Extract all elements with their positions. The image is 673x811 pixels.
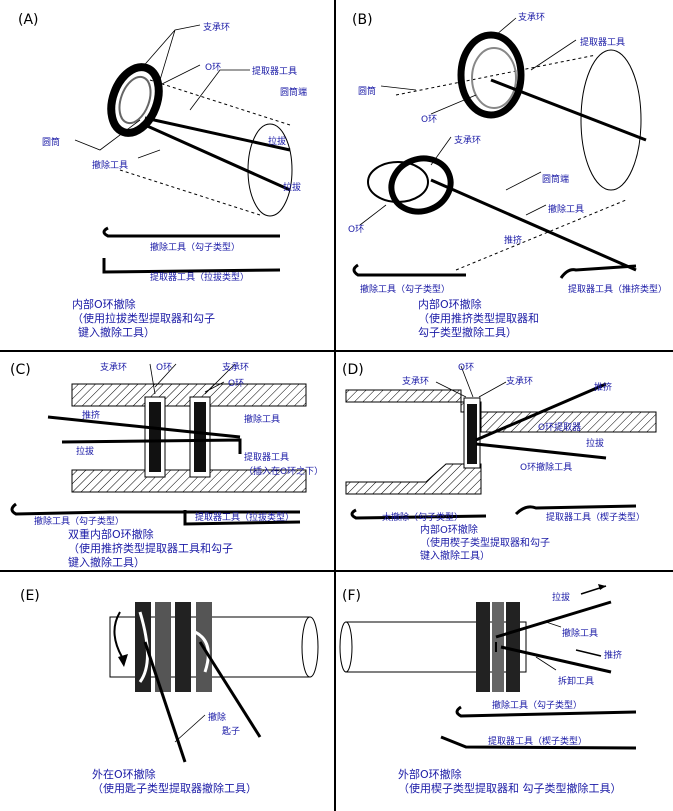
caption-line: （使用推挤类型提取器和 <box>418 312 539 325</box>
label-bearing-ring: 支承环 <box>100 363 128 373</box>
label-push: 推挤 <box>82 411 101 421</box>
panel-e-caption: 外在O环撤除 （使用匙子类型提取器撤除工具） <box>92 768 257 796</box>
caption-line: 内部O环撤除 <box>72 298 136 311</box>
panel-c-drawing <box>10 363 307 526</box>
panel-d-drawing <box>345 365 657 520</box>
caption-line: （使用匙子类型提取器撤除工具） <box>92 782 257 795</box>
caption-line: （使用楔子类型提取器和 勾子类型撤除工具） <box>398 782 622 795</box>
panel-e: (E) 撤除 匙子 外在O环撤除 （使用匙子类型提取器撤除工具） <box>0 572 334 811</box>
caption-line: （使用拉拔类型提取器和勾子 <box>72 312 215 325</box>
label-extractor-tool: 提取器工具 <box>252 67 298 77</box>
panel-a-drawing <box>74 24 293 274</box>
label-push-extractor-tool: 提取器工具（推挤类型） <box>568 285 668 295</box>
label-bearing-ring-2: 支承环 <box>454 136 482 146</box>
label-pull-1: 拉拔 <box>268 137 287 147</box>
label-o-ring: O环 <box>458 363 475 373</box>
label-removal: 撤除 <box>208 713 227 723</box>
panel-d: (D) 支承环 O环 支承环 推挤 O环提取器 拉拔 O环撤除工具 太撤除（勾子… <box>336 352 673 570</box>
label-cylinder-end: 圆筒端 <box>542 175 570 185</box>
label-cylinder: 圆筒 <box>42 138 61 148</box>
label-pull-extractor-tool: 提取器工具（拉拔类型） <box>150 273 250 283</box>
panel-d-letter: (D) <box>342 362 364 378</box>
label-o-ring-2: O环 <box>228 379 245 389</box>
caption-line: 双重内部O环撤除 <box>68 528 154 541</box>
label-o-ring: O环 <box>156 363 173 373</box>
label-extractor-tool: 提取器工具 <box>244 453 290 463</box>
caption-line: 外在O环撤除 <box>92 768 156 781</box>
label-spoon: 匙子 <box>222 727 241 737</box>
label-inserted-under: （插入在O环之下） <box>244 467 324 477</box>
label-push: 推挤 <box>604 651 623 661</box>
panel-b-drawing <box>352 17 647 279</box>
caption-line: 键入撤除工具） <box>68 556 145 569</box>
panel-a-letter: (A) <box>18 12 39 28</box>
label-hook-removal-tool: 撤除工具（勾子类型） <box>150 243 241 253</box>
panel-a: (A) 支承环 O环 提取器工具 圆筒 圆筒端 拉拔 拉拔 撤除工具 撤除工具（… <box>0 0 334 350</box>
caption-line: 键入撤除工具） <box>420 551 490 562</box>
label-pull: 拉拔 <box>586 439 605 449</box>
panel-b: (B) 支承环 提取器工具 圆筒 O环 圆筒端 支承环 O环 撤除工具 推挤 撤… <box>336 0 673 350</box>
label-cylinder-end: 圆筒端 <box>280 88 308 98</box>
panel-f-caption: 外部O环撤除 （使用楔子类型提取器和 勾子类型撤除工具） <box>398 768 622 796</box>
label-o-ring-removal-tool: O环撤除工具 <box>520 463 573 473</box>
label-disassembly-tool: 拆卸工具 <box>558 677 595 687</box>
label-bearing-ring-2: 支承环 <box>222 363 250 373</box>
panel-c: (C) 支承环 O环 支承环 O环 推挤 撤除工具 拉拔 提取器工具 （插入在O… <box>0 352 334 570</box>
label-hook-removal-tool: 太撤除（勾子类型） <box>382 513 464 523</box>
label-wedge-extractor-tool: 提取器工具（楔子类型） <box>488 737 588 747</box>
horizontal-divider-1 <box>0 350 673 352</box>
panel-b-letter: (B) <box>352 12 373 28</box>
panel-f-letter: (F) <box>342 588 361 604</box>
label-pull: 拉拔 <box>76 447 95 457</box>
panel-c-caption: 双重内部O环撤除 （使用推挤类型提取器工具和勾子 键入撤除工具） <box>68 528 233 570</box>
caption-line: （使用楔子类型提取器和勾子 <box>420 538 550 549</box>
horizontal-divider-2 <box>0 570 673 572</box>
label-hook-removal-tool: 撤除工具（勾子类型） <box>34 517 125 527</box>
label-pull-extractor-tool: 提取器工具（拉拔类型） <box>195 513 295 523</box>
caption-line: 外部O环撤除 <box>398 768 462 781</box>
caption-line: 勾子类型撤除工具） <box>418 326 517 339</box>
label-bearing-ring: 支承环 <box>518 13 546 23</box>
label-removal-tool: 撤除工具 <box>92 161 129 171</box>
caption-line: 内部O环撤除 <box>420 525 478 536</box>
label-removal-tool: 撤除工具 <box>244 415 281 425</box>
label-cylinder: 圆筒 <box>358 87 377 97</box>
label-hook-removal-tool: 撤除工具（勾子类型） <box>360 285 451 295</box>
label-bearing-ring: 支承环 <box>402 377 430 387</box>
panel-c-letter: (C) <box>10 362 31 378</box>
panel-d-caption: 内部O环撤除 （使用楔子类型提取器和勾子 键入撤除工具） <box>420 524 550 563</box>
caption-line: 键入撤除工具） <box>78 326 155 339</box>
label-extractor-tool: 提取器工具 <box>580 38 626 48</box>
label-hook-removal-tool: 撤除工具（勾子类型） <box>492 701 583 711</box>
panel-e-drawing <box>109 602 319 763</box>
label-removal-tool: 撤除工具 <box>562 629 599 639</box>
label-pull-2: 拉拔 <box>283 183 302 193</box>
panel-e-letter: (E) <box>20 588 40 604</box>
label-o-ring-2: O环 <box>348 225 365 235</box>
label-bearing-ring-2: 支承环 <box>506 377 534 387</box>
label-o-ring: O环 <box>421 115 438 125</box>
label-push: 推挤 <box>594 383 613 393</box>
label-o-ring: O环 <box>205 63 222 73</box>
label-wedge-extractor-tool: 提取器工具（楔子类型） <box>546 513 646 523</box>
label-removal-tool: 撤除工具 <box>548 205 585 215</box>
label-bearing-ring: 支承环 <box>203 23 231 33</box>
label-push: 推挤 <box>504 236 523 246</box>
panel-b-caption: 内部O环撤除 （使用推挤类型提取器和 勾子类型撤除工具） <box>418 298 539 340</box>
panel-f: (F) 拉拔 撤除工具 推挤 拆卸工具 撤除工具（勾子类型） 提取器工具（楔子类… <box>336 572 673 811</box>
vertical-divider <box>334 0 336 811</box>
panel-f-drawing <box>339 584 637 750</box>
label-pull: 拉拔 <box>552 593 571 603</box>
panel-a-caption: 内部O环撤除 （使用拉拔类型提取器和勾子 键入撤除工具） <box>72 298 215 340</box>
caption-line: （使用推挤类型提取器工具和勾子 <box>68 542 233 555</box>
label-o-ring-extractor: O环提取器 <box>538 423 582 433</box>
caption-line: 内部O环撤除 <box>418 298 482 311</box>
